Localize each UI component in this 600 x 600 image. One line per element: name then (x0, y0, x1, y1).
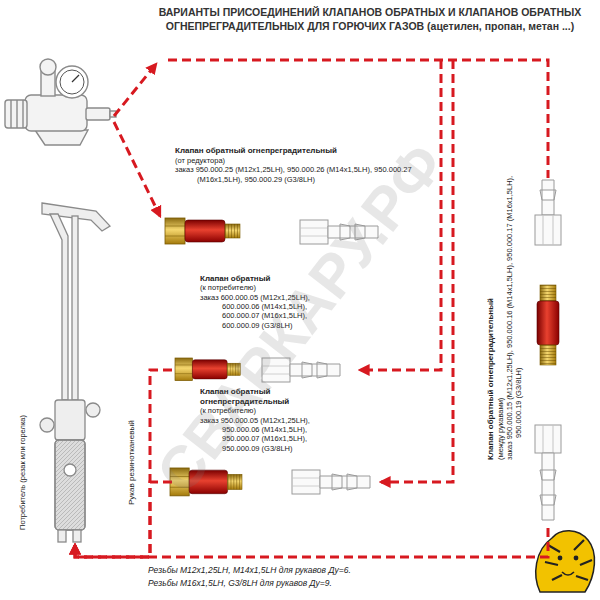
valve-text: заказ 950.000.15 (M12x1,25LH), 950.000.1… (505, 175, 524, 460)
thread-note: Резьбы M16x1,5LH, G3/8LH для рукавов Ду=… (148, 578, 332, 588)
valve-text: Клапан обратный огнепреградительный (175, 146, 415, 156)
hose-fitting (535, 180, 561, 245)
hose-fitting (535, 425, 561, 520)
thread-note: Резьбы M12x1,25LH, M14x1,5LH для рукавов… (148, 565, 351, 575)
logo (536, 531, 595, 592)
vertical-valve-drawing (537, 285, 559, 365)
hose-fitting (292, 470, 370, 494)
watermark: СВАРКАРУ.РФ (143, 130, 458, 506)
rotated-text: Клапан обратный огнепреградительный(межд… (486, 175, 524, 460)
gas-hose (75, 482, 172, 557)
gas-hose (75, 528, 548, 557)
hose-label: Рукав резинотканевый (127, 420, 137, 505)
valve-drawing (165, 218, 240, 244)
valve-node: Клапан обратный огнепреградительный(межд… (478, 170, 578, 528)
valve-text: Клапан обратный огнепреградительный (486, 175, 496, 460)
torch-drawing (40, 203, 110, 542)
rotated-text: Потребитель (резак или горелка) (18, 340, 27, 530)
diagram-title: ВАРИАНТЫ ПРИСОЕДИНЕНИЙ КЛАПАНОВ ОБРАТНЫХ… (150, 6, 590, 33)
regulator-drawing (5, 59, 116, 145)
consumer-label: Потребитель (резак или горелка) (18, 340, 27, 530)
torch-node: Потребитель (резак или горелка) (12, 190, 117, 545)
valve-text: (между рукавами) (496, 175, 505, 460)
